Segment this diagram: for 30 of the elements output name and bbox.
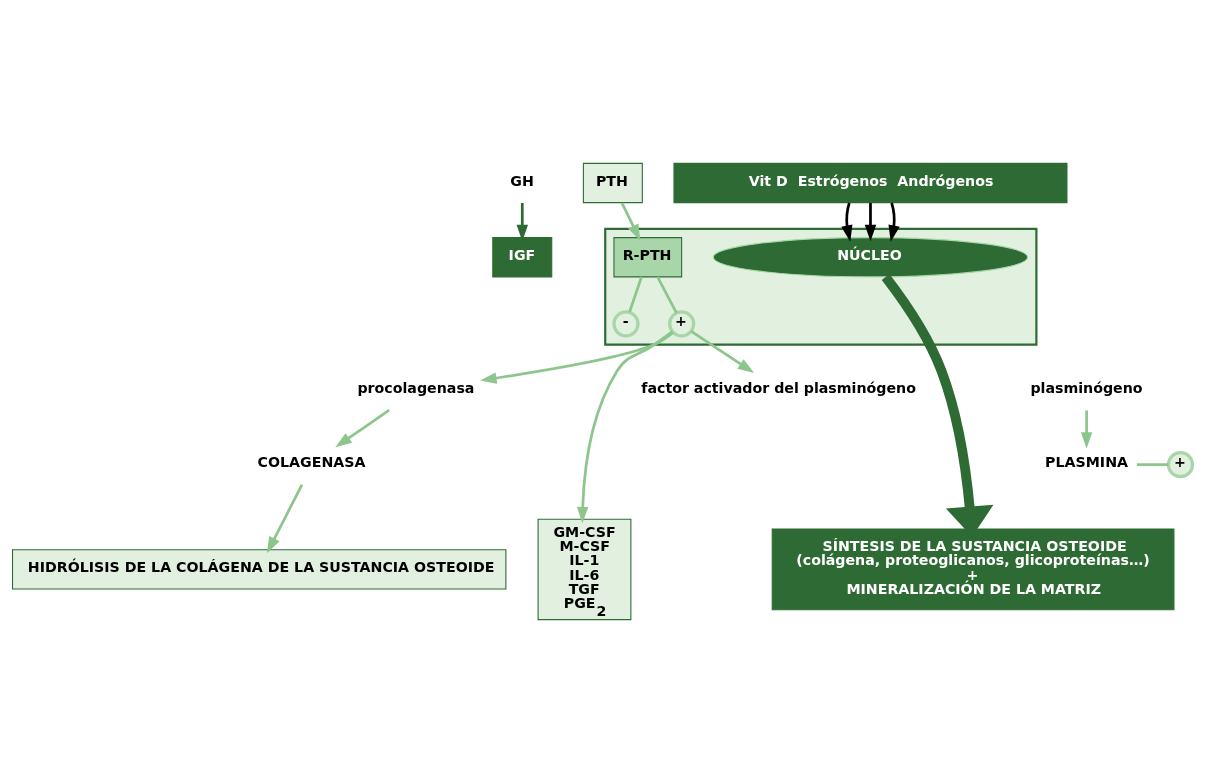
- arrow: [576, 330, 673, 523]
- node-circle: +: [668, 309, 696, 337]
- connector: [628, 276, 643, 313]
- node-text: PLASMINA: [1045, 453, 1129, 470]
- arrow: [335, 408, 390, 447]
- node-ellipse: NÚCLEO: [712, 236, 1029, 277]
- connector: [656, 275, 678, 314]
- arrow: [480, 330, 674, 384]
- arrow: [620, 201, 641, 241]
- node-text: COLAGENASA: [257, 453, 366, 470]
- node-text: GH: [510, 172, 534, 189]
- arrow: [266, 483, 304, 553]
- arrow: [864, 202, 877, 241]
- arrow: [1080, 409, 1093, 449]
- arrow: [690, 329, 755, 373]
- node-box: SÍNTESIS DE LA SUSTANCIA OSTEOIDE (colágena, proteoglicanos, glicoproteínas…) + MINERALIZACIÓN DE LA MATRIZ: [771, 528, 1175, 610]
- node-box: Vit D Estrógenos Andrógenos: [673, 162, 1068, 203]
- connector: [1136, 462, 1169, 466]
- cluster: [604, 227, 1038, 346]
- node-box: IGF: [492, 236, 553, 277]
- node-circle: -: [612, 309, 640, 337]
- node-box: HIDRÓLISIS DE LA COLÁGENA DE LA SUSTANCIA OSTEOIDE: [11, 548, 507, 590]
- arrow: [888, 202, 900, 242]
- node-text: plasminógeno: [1030, 379, 1143, 396]
- node-box: PTH: [582, 162, 643, 203]
- node-text: factor activador del plasminógeno: [641, 379, 916, 396]
- arrow: [841, 202, 853, 242]
- node-circle: +: [1166, 450, 1195, 478]
- node-text: procolagenasa: [357, 379, 475, 396]
- node-box: R-PTH: [613, 236, 683, 277]
